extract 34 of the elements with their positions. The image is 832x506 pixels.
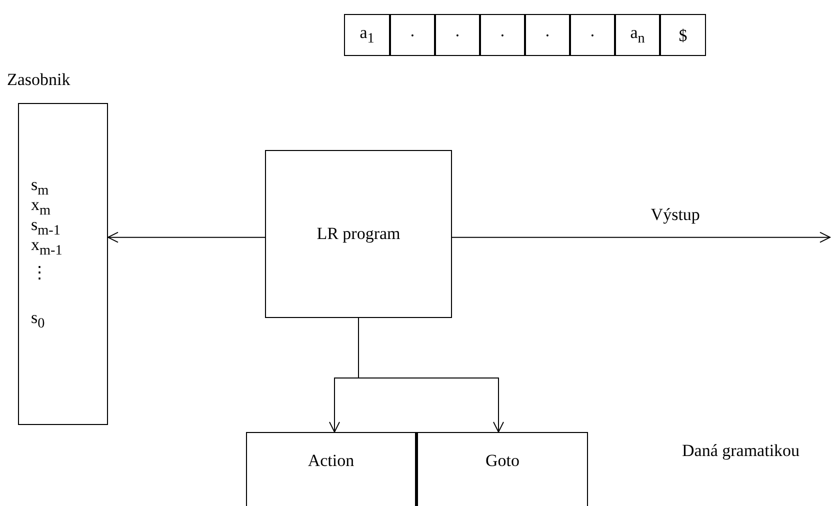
table-box [246,432,417,506]
tape-cell [615,14,660,56]
arrow [452,232,830,243]
tape-symbol: · [544,26,550,44]
stack-entry: x$_{m-1}$ [31,236,62,258]
stack-entry: s$_{m-1}$ [31,216,60,238]
stack-heading: Zasobnik [7,71,70,88]
stack-entry: s$_{0}$ [31,309,45,331]
tape-symbol: · [454,26,460,44]
arrow [108,232,266,243]
tape-cell [570,14,615,56]
tape-cell [390,14,435,56]
tape-symbol: a$_{n}$ [630,24,645,46]
program-box [265,150,452,318]
edge-label: Výstup [648,205,702,226]
table-label: Goto [486,452,520,469]
stack-entry: x$_{m}$ [31,196,51,218]
table-box [417,432,588,506]
tape-symbol: · [500,26,506,44]
tape-symbol: $ [678,26,688,44]
tape-symbol: · [590,26,596,44]
stack-entry: ⋮ [31,264,48,281]
tape-cell [525,14,570,56]
tape-cell [344,14,390,56]
program-label: LR program [316,224,400,242]
tape-symbol: a$_{1}$ [360,24,374,46]
tape-cell [660,14,706,56]
tape-cell [435,14,480,56]
note-label: Daná gramatikou [680,441,802,461]
stack-entry: s$_{m}$ [31,176,49,198]
tape-cell [480,14,525,56]
arrow [358,318,504,432]
tape-symbol: · [410,26,416,44]
table-label: Action [308,452,354,469]
